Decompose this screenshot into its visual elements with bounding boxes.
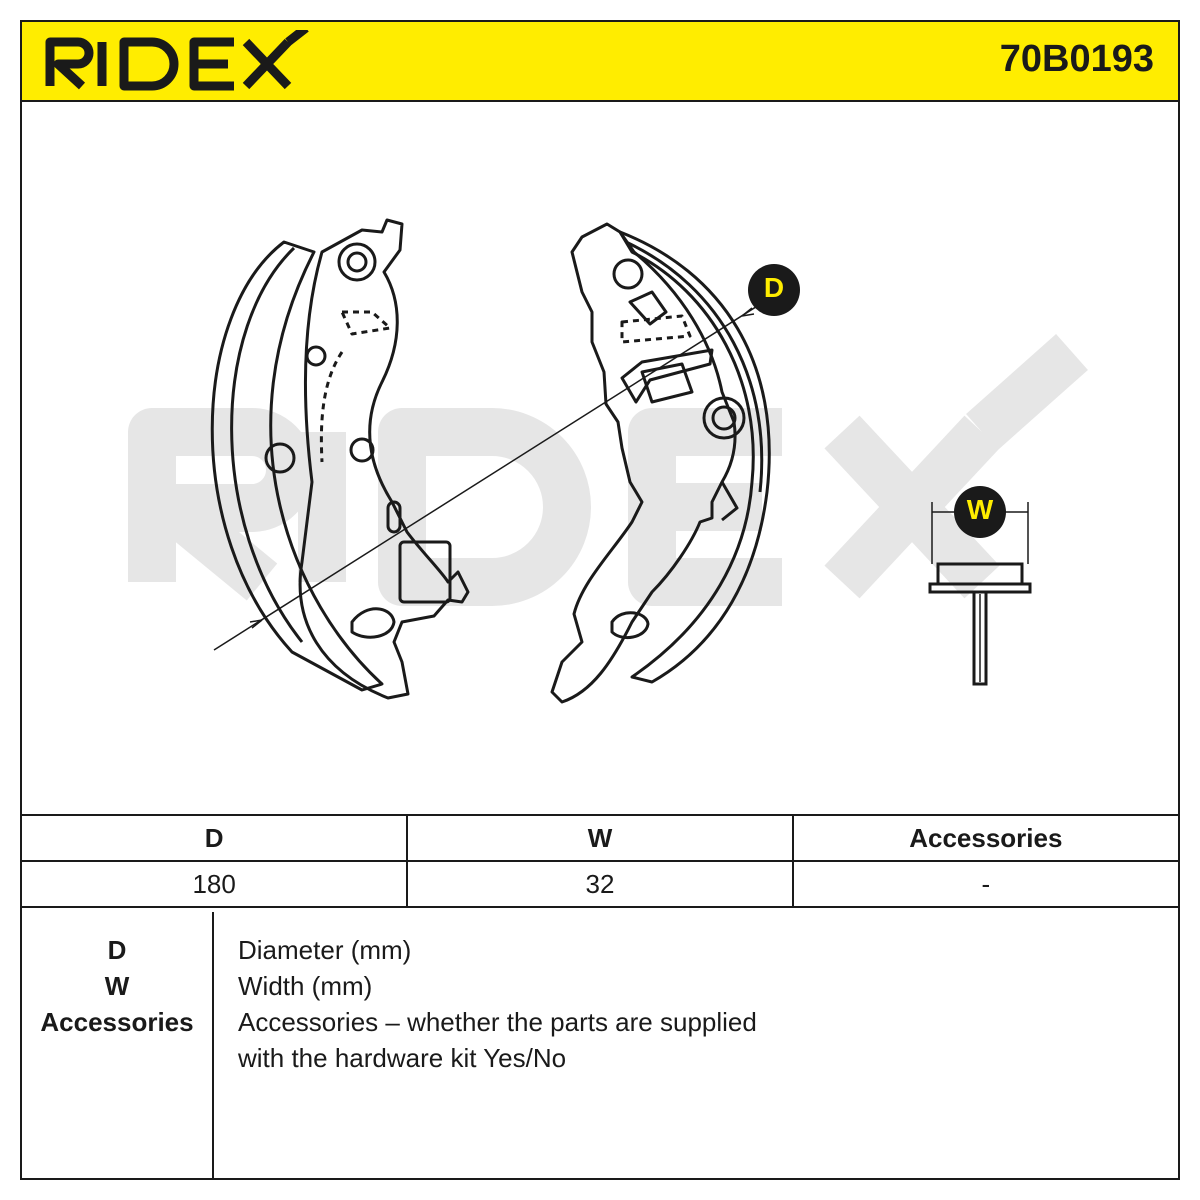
left-brake-shoe xyxy=(210,218,470,700)
ridex-logo xyxy=(45,30,309,91)
value-accessories: - xyxy=(791,860,1178,908)
value-d: 180 xyxy=(22,860,409,908)
spec-table-row: 180 32 - xyxy=(22,860,1178,908)
ridex-watermark xyxy=(128,334,1088,606)
header-w: W xyxy=(406,814,794,862)
header-bar: 70B0193 xyxy=(22,22,1178,102)
spec-table: D W Accessories 180 32 - xyxy=(22,814,1178,908)
header-d: D xyxy=(22,814,409,862)
dimension-w-label: W xyxy=(966,494,994,525)
right-brake-shoe xyxy=(550,222,771,704)
product-sheet: 70B0193 xyxy=(20,20,1180,1180)
header-accessories: Accessories xyxy=(791,814,1178,862)
legend-key-accessories: Accessories xyxy=(40,1007,194,1037)
part-number: 70B0193 xyxy=(999,38,1154,80)
value-w: 32 xyxy=(406,860,794,908)
legend: D W Accessories Diameter (mm) Width (mm)… xyxy=(22,912,1178,1178)
diameter-dimension xyxy=(213,297,771,651)
dimension-w-marker xyxy=(954,486,1006,538)
legend-key-d: D xyxy=(107,935,127,965)
legend-line-accessories-cont: with the hardware kit Yes/No xyxy=(238,1043,567,1073)
legend-keys: D W Accessories xyxy=(22,912,214,1178)
legend-descriptions: Diameter (mm) Width (mm) Accessories – w… xyxy=(238,932,878,1076)
legend-line-accessories: Accessories – whether the parts are supp… xyxy=(238,1007,757,1037)
legend-line-diameter: Diameter (mm) xyxy=(238,935,412,965)
dimension-d-label: D xyxy=(763,272,785,303)
spec-table-header: D W Accessories xyxy=(22,814,1178,862)
legend-key-w: W xyxy=(104,971,130,1001)
legend-line-width: Width (mm) xyxy=(238,971,373,1001)
brake-shoe-drawing xyxy=(128,218,1088,704)
